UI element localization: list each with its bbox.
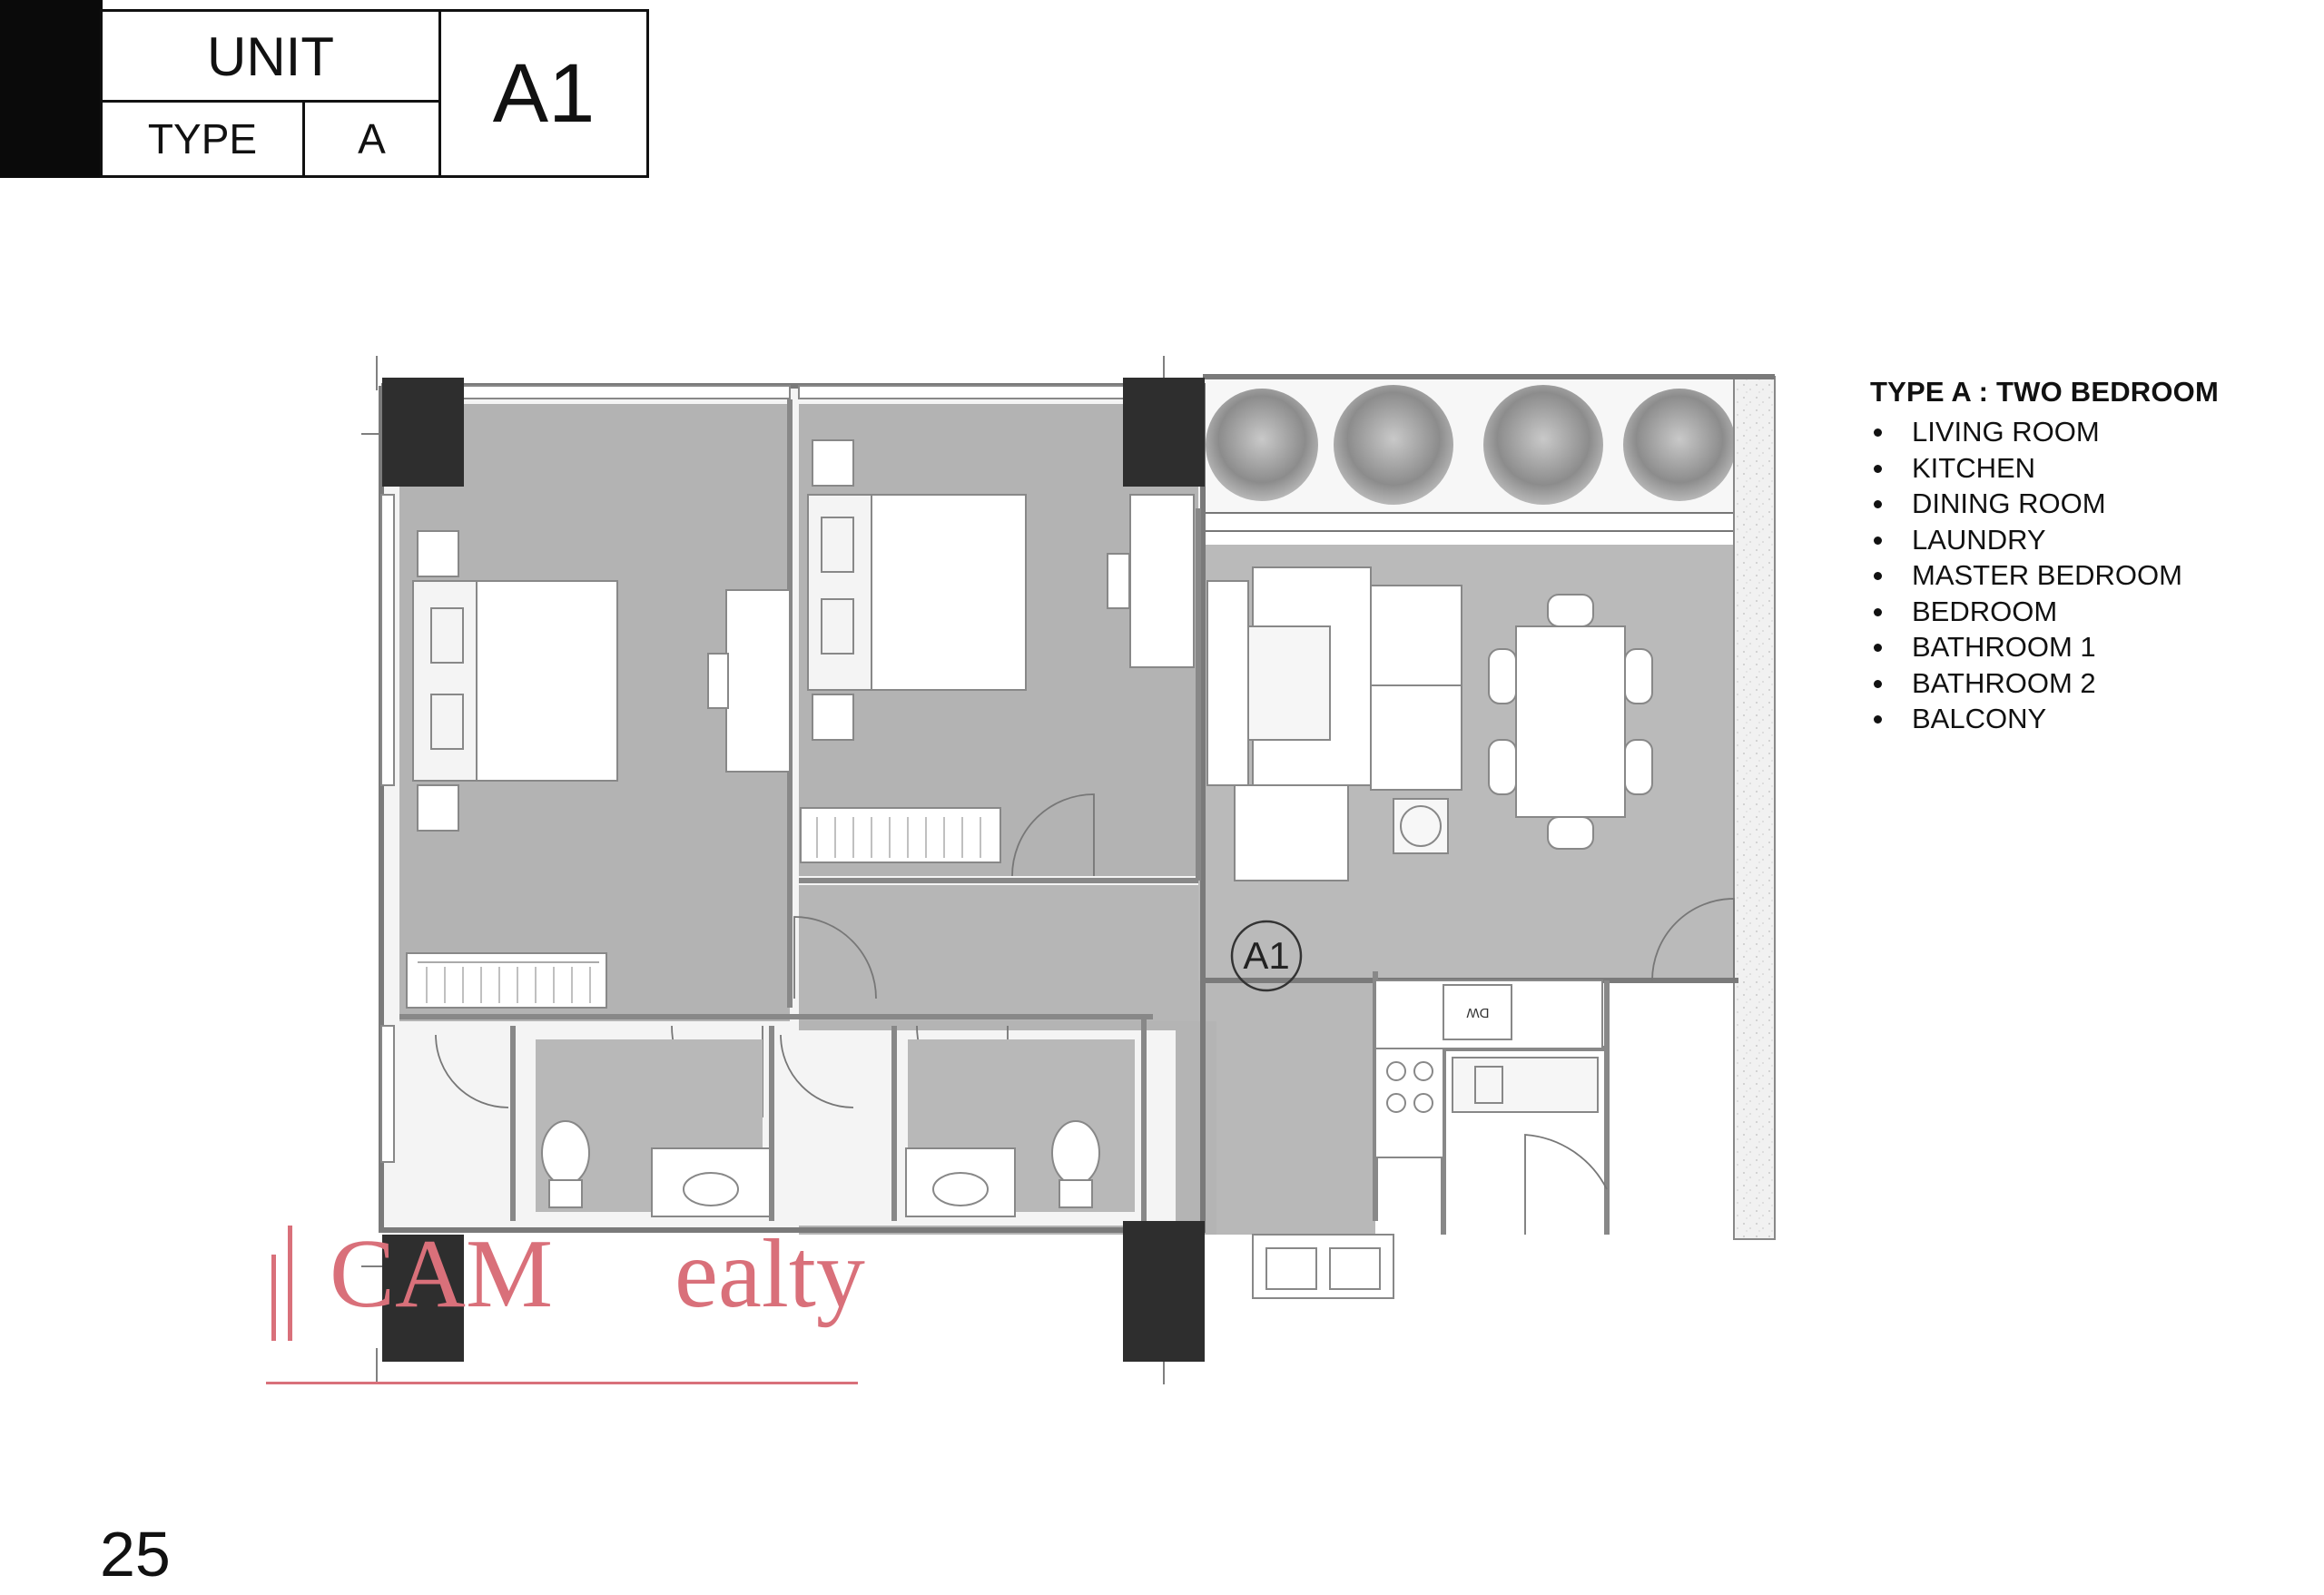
- header-code-cell: [438, 9, 649, 178]
- watermark-underline: [266, 1382, 858, 1384]
- legend-list: LIVING ROOM KITCHEN DINING ROOM LAUNDRY …: [1870, 414, 2288, 737]
- page-number: 25: [100, 1519, 171, 1590]
- bullet-icon: [1874, 607, 1882, 616]
- kitchen-fixtures: [1252, 980, 1603, 1299]
- legend-item: LAUNDRY: [1870, 522, 2288, 558]
- legend-item: BALCONY: [1870, 701, 2288, 737]
- dishwasher-label: DW: [1466, 1005, 1490, 1020]
- structural-columns: [382, 378, 1205, 1362]
- watermark-bar-icon: [288, 1226, 292, 1341]
- unit-tag-label: A1: [1243, 934, 1290, 977]
- header-type-cell: [100, 100, 305, 178]
- bullet-icon: [1874, 464, 1882, 473]
- legend-title: TYPE A : TWO BEDROOM: [1870, 376, 2220, 408]
- legend-item: DINING ROOM: [1870, 486, 2288, 522]
- header-type-label: TYPE: [147, 115, 258, 162]
- master-bed: [406, 530, 791, 1009]
- balcony-planters: [1202, 376, 1776, 1240]
- watermark-bar-icon: [271, 1255, 276, 1341]
- bullet-icon: [1874, 428, 1882, 437]
- header-unit-label: UNIT: [207, 25, 334, 87]
- bullet-icon: [1874, 715, 1882, 724]
- legend-item: LIVING ROOM: [1870, 414, 2288, 450]
- watermark-text-left: CAM: [330, 1220, 554, 1328]
- door-swings: [435, 793, 1735, 1235]
- room-legend: TYPE A : TWO BEDROOM LIVING ROOM KITCHEN…: [1870, 376, 2288, 737]
- legend-item: BATHROOM 1: [1870, 629, 2288, 665]
- bullet-icon: [1874, 572, 1882, 580]
- header-unit-code: A1: [492, 46, 596, 140]
- living-furniture: [1206, 566, 1653, 881]
- watermark-text-right: ealty: [675, 1220, 865, 1328]
- second-wardrobe-lines: [816, 817, 981, 858]
- header-type-value-cell: [302, 100, 441, 178]
- unit-tag-circle: [1230, 920, 1303, 992]
- legend-item: BATHROOM 2: [1870, 665, 2288, 702]
- legend-item: MASTER BEDROOM: [1870, 557, 2288, 594]
- legend-item-label: BATHROOM 1: [1912, 631, 2096, 663]
- bullet-icon: [1874, 679, 1882, 688]
- legend-item-label: BATHROOM 2: [1912, 666, 2096, 699]
- bullet-icon: [1874, 536, 1882, 545]
- legend-item-label: BALCONY: [1912, 703, 2047, 734]
- legend-item: BEDROOM: [1870, 594, 2288, 630]
- second-bed: [800, 439, 1195, 863]
- bathroom-fixtures: [536, 1039, 1135, 1217]
- legend-item-label: KITCHEN: [1912, 451, 2036, 484]
- bullet-icon: [1874, 644, 1882, 652]
- legend-item-label: LIVING ROOM: [1912, 416, 2100, 448]
- legend-item-label: MASTER BEDROOM: [1912, 559, 2182, 591]
- legend-item-label: LAUNDRY: [1912, 523, 2046, 556]
- legend-item-label: DINING ROOM: [1912, 487, 2106, 519]
- header-black-tab: [0, 0, 103, 178]
- legend-item-label: BEDROOM: [1912, 595, 2058, 627]
- watermark: CAM ealty: [266, 1226, 865, 1389]
- header-type-value: A: [358, 115, 386, 162]
- legend-item: KITCHEN: [1870, 450, 2288, 487]
- master-wardrobe-lines: [426, 967, 591, 1003]
- bullet-icon: [1874, 500, 1882, 508]
- header-unit-cell: [100, 9, 441, 103]
